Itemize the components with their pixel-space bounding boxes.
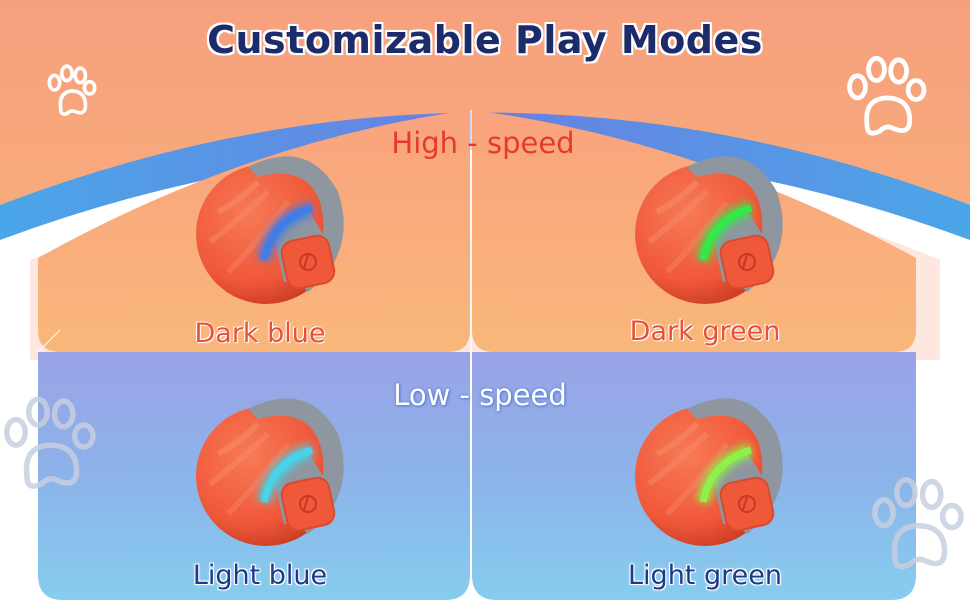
paw-print-icon [872, 477, 964, 570]
mode-label-light-blue: Light blue [192, 560, 328, 591]
mode-label-dark-blue: Dark blue [194, 318, 326, 349]
ball-image-light-blue [188, 384, 358, 554]
ball-image-dark-blue [188, 142, 358, 312]
low-speed-label: Low - speed [393, 378, 567, 412]
high-speed-label: High - speed [391, 126, 575, 160]
page-title: Customizable Play Modes [207, 18, 763, 62]
paw-print-icon [4, 396, 96, 489]
paw-print-icon [47, 64, 97, 116]
mode-label-dark-green: Dark green [629, 316, 781, 347]
mode-label-light-green: Light green [628, 560, 782, 591]
ball-image-light-green [627, 384, 797, 554]
ball-image-dark-green [627, 142, 797, 312]
paw-print-icon [847, 55, 927, 136]
